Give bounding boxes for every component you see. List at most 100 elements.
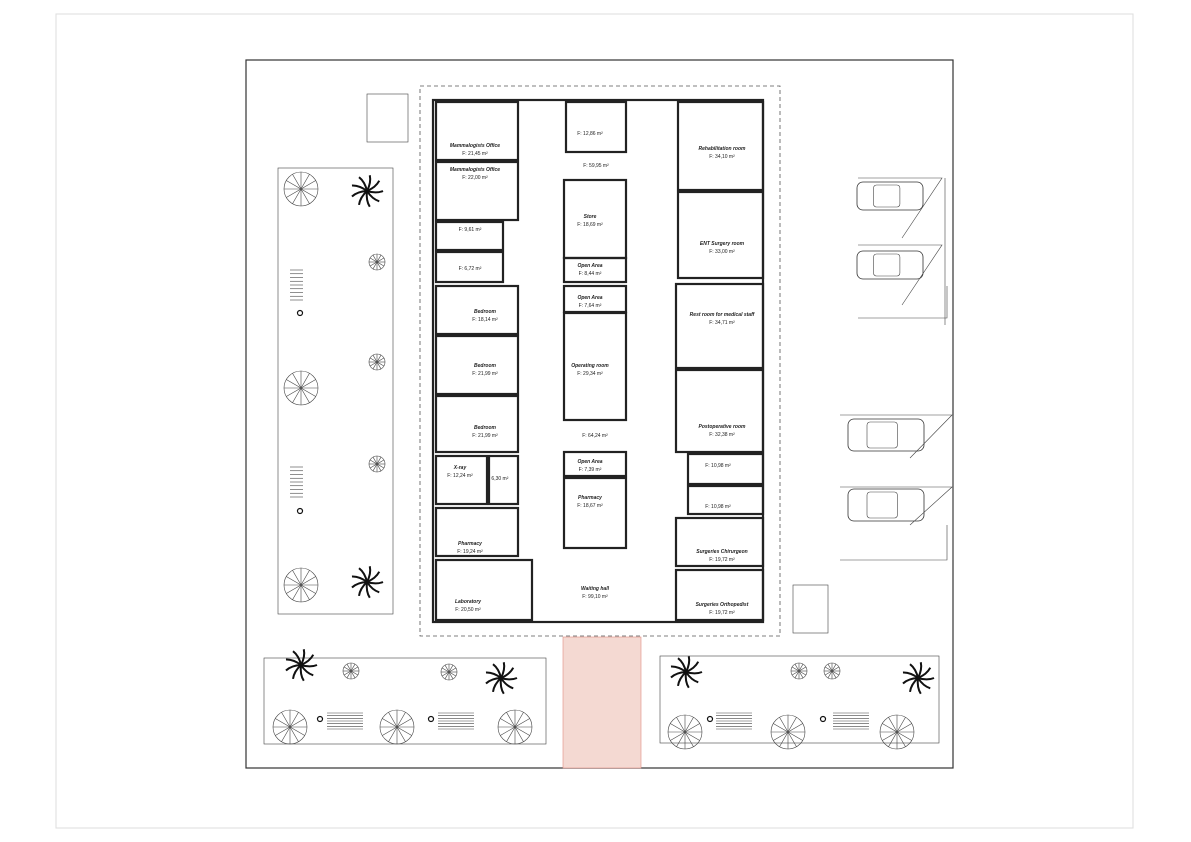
room-area: F: 12,86 m²	[577, 131, 603, 137]
room-name: Bedroom	[474, 425, 497, 431]
room-area: F: 29,34 m²	[577, 371, 603, 377]
room-name: Store	[584, 214, 597, 220]
room-name: Surgeries Orthopedist	[696, 602, 749, 608]
room: ENT Surgery room F: 33,00 m²	[676, 190, 765, 280]
room: Bedroom F: 21,99 m²	[434, 394, 520, 454]
parking-lines	[840, 177, 954, 561]
room-name: Surgeries Chirurgeon	[696, 549, 747, 555]
room-area: F: 20,50 m²	[455, 607, 481, 613]
room-walls	[674, 282, 765, 370]
lamp-icon	[706, 715, 714, 723]
room-walls	[434, 160, 520, 222]
room: Laboratory F: 20,50 m²	[434, 558, 534, 622]
room-walls	[686, 452, 765, 486]
room: Rest room for medical staff F: 34,71 m²	[674, 282, 765, 370]
room-area: F: 18,14 m²	[472, 317, 498, 323]
tree-icon	[283, 567, 319, 603]
lamp-icon	[296, 309, 304, 317]
bottom-right-garden	[659, 655, 940, 744]
tree-icon	[379, 709, 415, 745]
car-icon	[856, 250, 924, 280]
room-walls	[434, 558, 534, 622]
sheet-border	[55, 13, 1134, 829]
room-area: F: 18,67 m²	[577, 503, 603, 509]
room: X-ray F: 12,24 m²	[434, 454, 489, 506]
room-area: F: 10,98 m²	[705, 463, 731, 469]
room: F: 6,30 m²	[486, 454, 520, 506]
room-name: Mammalogists Office	[450, 167, 500, 173]
room-walls	[434, 284, 520, 336]
room-area: F: 34,71 m²	[709, 320, 735, 326]
car-icon	[847, 418, 925, 452]
bench-icon	[327, 712, 363, 730]
room: F: 10,98 m²	[686, 452, 765, 486]
small-square-structure	[366, 93, 409, 143]
car-icon	[847, 488, 925, 522]
room-walls	[434, 250, 505, 284]
room-area: F: 6,72 m²	[459, 266, 482, 272]
room-area: F: 6,30 m²	[486, 476, 509, 482]
room-walls	[562, 476, 628, 550]
room-name: X-ray	[453, 465, 467, 471]
room: F: 12,86 m²	[564, 100, 628, 154]
room: F: 59,95 m²	[583, 163, 609, 169]
bench-icon	[290, 269, 303, 301]
tree-icon	[283, 370, 319, 406]
room-walls	[562, 450, 628, 478]
room: Open Area F: 7,39 m²	[562, 450, 628, 478]
room-area: F: 21,99 m²	[472, 433, 498, 439]
room-walls	[434, 100, 520, 162]
room-area: F: 33,00 m²	[709, 249, 735, 255]
entrance-path	[562, 636, 642, 769]
tree-icon	[342, 662, 360, 680]
tree-icon	[667, 714, 703, 750]
room-area: F: 64,24 m²	[582, 433, 608, 439]
lamp-icon	[427, 715, 435, 723]
room-area: F: 32,38 m²	[709, 432, 735, 438]
tree-icon	[368, 253, 386, 271]
tree-icon	[368, 353, 386, 371]
room-walls	[674, 516, 765, 568]
room-name: Pharmacy	[458, 541, 482, 547]
room-area: F: 7,39 m²	[579, 467, 602, 473]
left-garden	[277, 167, 394, 615]
room: F: 10,98 m²	[686, 484, 765, 516]
room-walls	[686, 484, 765, 516]
room-name: Open Area	[577, 295, 602, 301]
tree-icon	[823, 662, 841, 680]
room-area: F: 21,45 m²	[462, 151, 488, 157]
room-walls	[434, 220, 505, 252]
tree-icon	[497, 709, 533, 745]
room-walls	[562, 256, 628, 284]
room-name: Laboratory	[455, 599, 481, 605]
room: F: 9,61 m²	[434, 220, 505, 252]
tree-icon	[283, 171, 319, 207]
room: F: 6,72 m²	[434, 250, 505, 284]
palm-icon	[351, 566, 384, 599]
room-area: F: 19,72 m²	[709, 610, 735, 616]
room-name: Rest room for medical staff	[690, 312, 756, 318]
room-walls	[434, 394, 520, 454]
room-name: Bedroom	[474, 363, 497, 369]
room-area: F: 19,24 m²	[457, 549, 483, 555]
room-walls	[676, 190, 765, 280]
room-name: ENT Surgery room	[700, 241, 745, 247]
room-name: Open Area	[577, 459, 602, 465]
small-square-structure	[792, 584, 829, 634]
room-area: F: 12,24 m²	[447, 473, 473, 479]
room-walls	[487, 454, 520, 506]
lamp-icon	[296, 507, 304, 515]
room-walls	[674, 368, 765, 454]
bench-icon	[438, 712, 474, 730]
palm-icon	[485, 662, 518, 695]
tree-icon	[440, 663, 458, 681]
palm-icon	[902, 662, 935, 695]
